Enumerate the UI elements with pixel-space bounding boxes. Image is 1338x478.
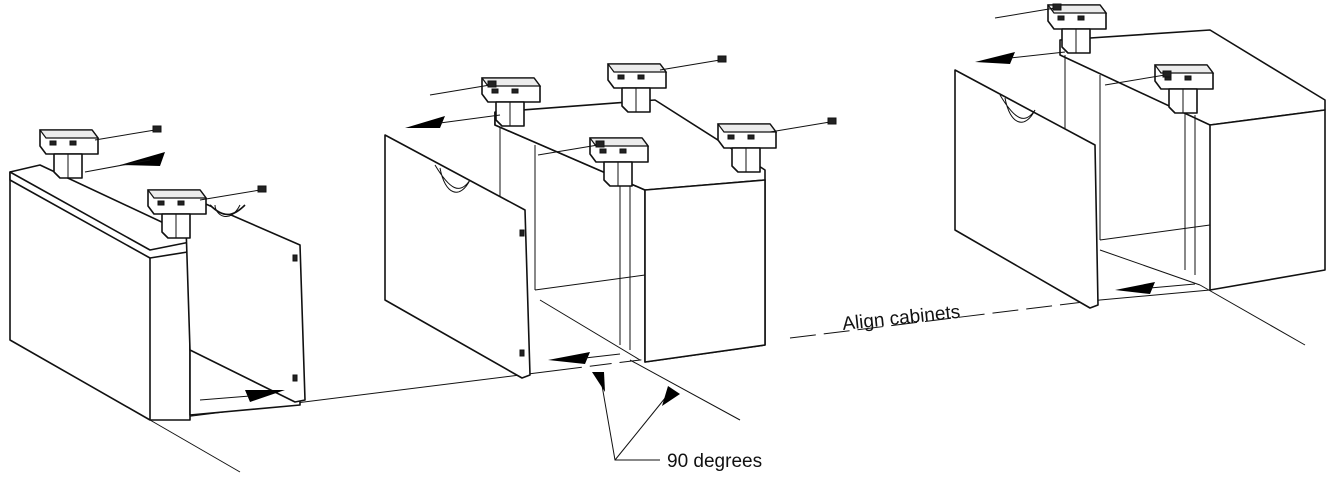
cabinet-middle bbox=[384, 55, 837, 379]
align-cabinets-label: Align cabinets bbox=[841, 302, 961, 335]
cabinet-left bbox=[9, 125, 306, 421]
angle-markers bbox=[592, 372, 680, 461]
ninety-degrees-label: 90 degrees bbox=[667, 451, 762, 472]
cabinet-right bbox=[954, 3, 1326, 309]
